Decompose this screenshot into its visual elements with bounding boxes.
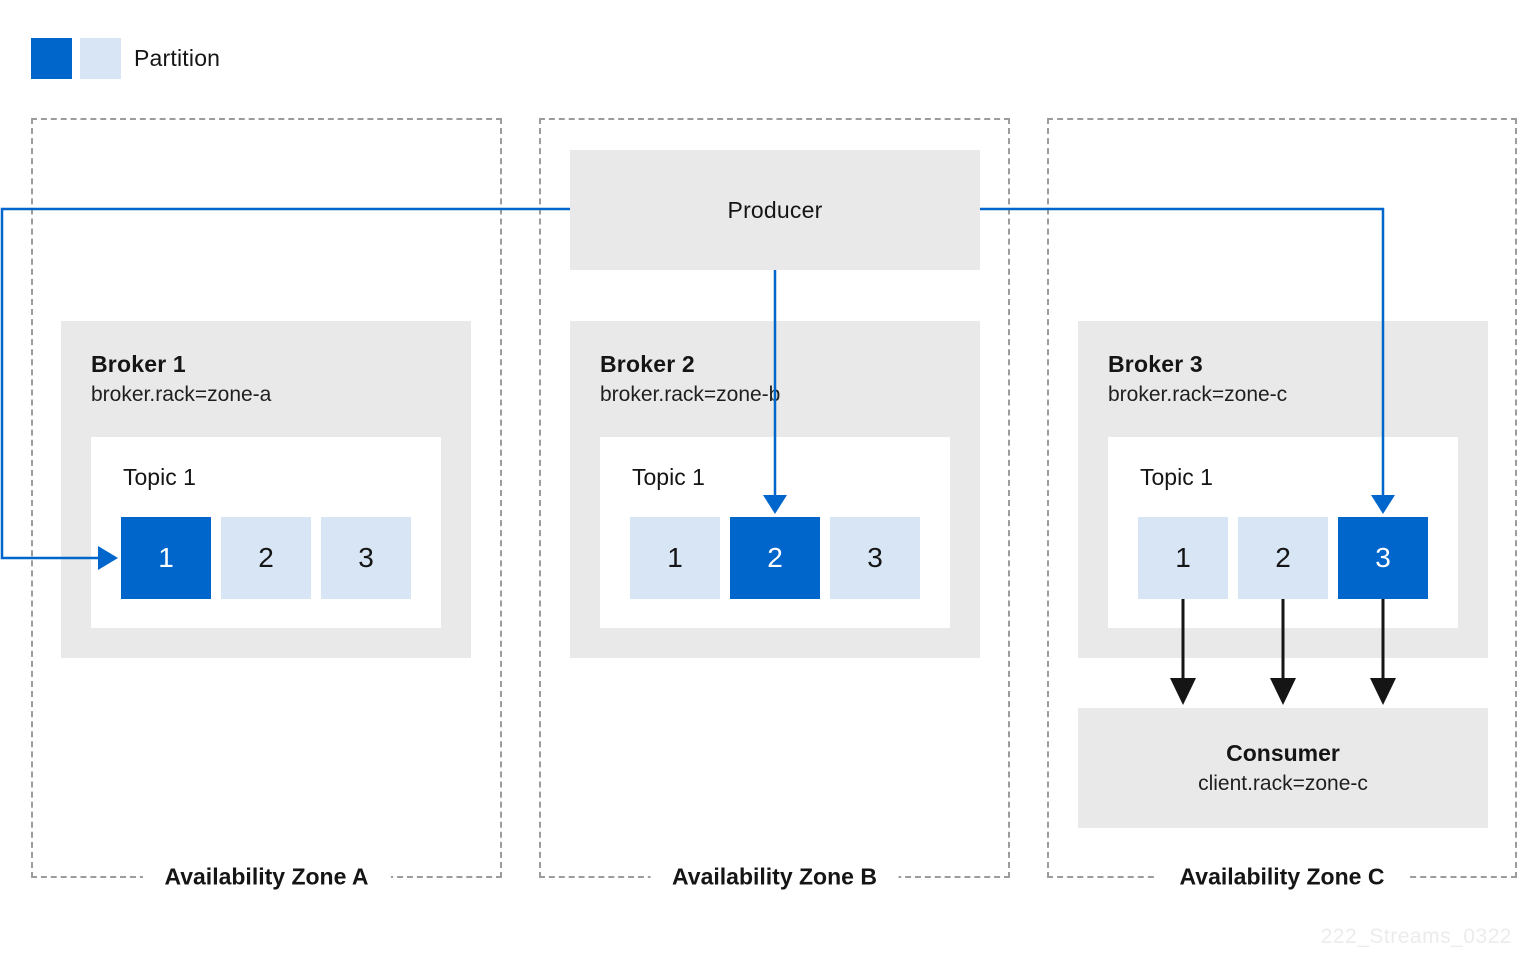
broker-3-title: Broker 3 — [1108, 351, 1203, 377]
broker-1-partitions: 1 2 3 — [121, 517, 411, 599]
broker-3-partition-2: 2 — [1238, 517, 1328, 599]
broker-1-partition-2: 2 — [221, 517, 311, 599]
broker-2-partition-2: 2 — [730, 517, 820, 599]
availability-zone-c-label: Availability Zone C — [1157, 861, 1407, 893]
consumer-title: Consumer — [1226, 740, 1340, 766]
watermark: 222_Streams_0322 — [1320, 925, 1512, 948]
broker-1-partition-3: 3 — [321, 517, 411, 599]
legend: Partition — [31, 38, 220, 79]
broker-3-topic-title: Topic 1 — [1140, 464, 1213, 490]
consumer-config: client.rack=zone-c — [1198, 772, 1368, 795]
broker-1-config: broker.rack=zone-a — [91, 383, 272, 406]
producer-node: Producer — [570, 150, 980, 270]
producer-label: Producer — [727, 196, 823, 223]
broker-1-topic-title: Topic 1 — [123, 464, 196, 490]
broker-2-partitions: 1 2 3 — [630, 517, 920, 599]
broker-3-config: broker.rack=zone-c — [1108, 383, 1288, 406]
legend-active-partition-swatch — [31, 38, 72, 79]
broker-1-topic-box: Topic 1 1 2 3 — [91, 437, 441, 628]
broker-2-topic-box: Topic 1 1 2 3 — [600, 437, 950, 628]
legend-label: Partition — [134, 45, 221, 71]
broker-2-node: Broker 2 broker.rack=zone-b Topic 1 1 2 … — [570, 321, 980, 658]
availability-zone-c: Availability Zone C — [1047, 118, 1517, 893]
broker-2-topic-title: Topic 1 — [632, 464, 705, 490]
availability-zone-a-label: Availability Zone A — [142, 861, 391, 893]
broker-2-partition-1: 1 — [630, 517, 720, 599]
broker-3-partition-3: 3 — [1338, 517, 1428, 599]
broker-1-node: Broker 1 broker.rack=zone-a Topic 1 1 2 … — [61, 321, 471, 658]
broker-3-partitions: 1 2 3 — [1138, 517, 1428, 599]
broker-2-partition-3: 3 — [830, 517, 920, 599]
broker-2-title: Broker 2 — [600, 351, 695, 377]
broker-3-node: Broker 3 broker.rack=zone-c Topic 1 1 2 … — [1078, 321, 1488, 658]
broker-3-topic-box: Topic 1 1 2 3 — [1108, 437, 1458, 628]
broker-3-partition-1: 1 — [1138, 517, 1228, 599]
broker-1-title: Broker 1 — [91, 351, 186, 377]
availability-zone-b-label: Availability Zone B — [650, 861, 899, 893]
consumer-node: Consumer client.rack=zone-c — [1078, 708, 1488, 828]
legend-replica-partition-swatch — [80, 38, 121, 79]
broker-1-partition-1: 1 — [121, 517, 211, 599]
broker-2-config: broker.rack=zone-b — [600, 383, 781, 406]
